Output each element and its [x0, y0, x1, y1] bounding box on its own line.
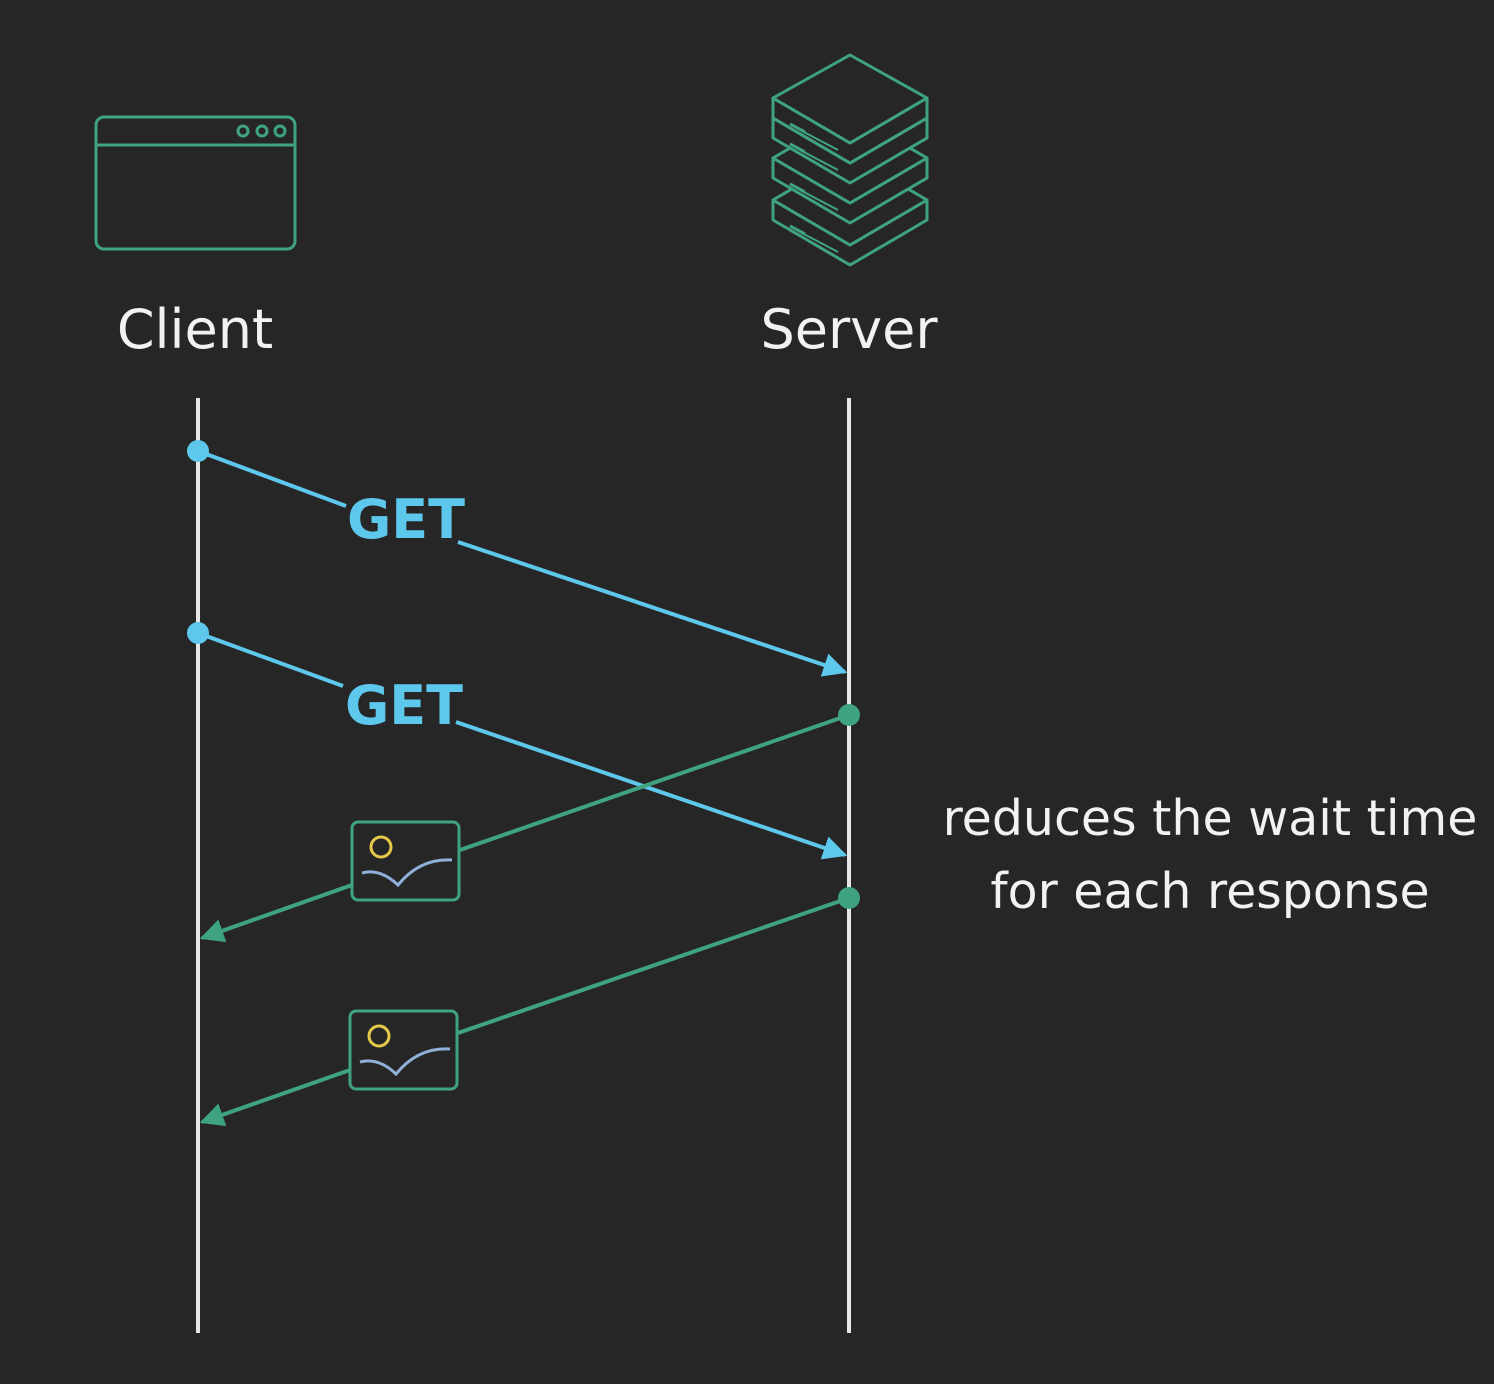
response-arrow-2 [199, 887, 860, 1127]
response-origin-dot [838, 704, 860, 726]
request-arrow-1 [187, 440, 848, 677]
request-origin-dot [187, 622, 209, 644]
server-stack-icon [771, 53, 929, 267]
note-line-2: for each response [990, 863, 1429, 920]
client-label: Client [117, 298, 273, 361]
request-label-1: GET [347, 488, 465, 551]
note-line-1: reduces the wait time [943, 790, 1478, 847]
image-icon [350, 820, 461, 902]
request-arrow-2 [187, 622, 848, 860]
response-arrow-1 [199, 704, 860, 943]
browser-window-icon [94, 115, 297, 251]
request-origin-dot [187, 440, 209, 462]
request-label-2: GET [345, 674, 463, 737]
image-icon [348, 1009, 459, 1091]
server-label: Server [760, 298, 938, 361]
response-origin-dot [838, 887, 860, 909]
